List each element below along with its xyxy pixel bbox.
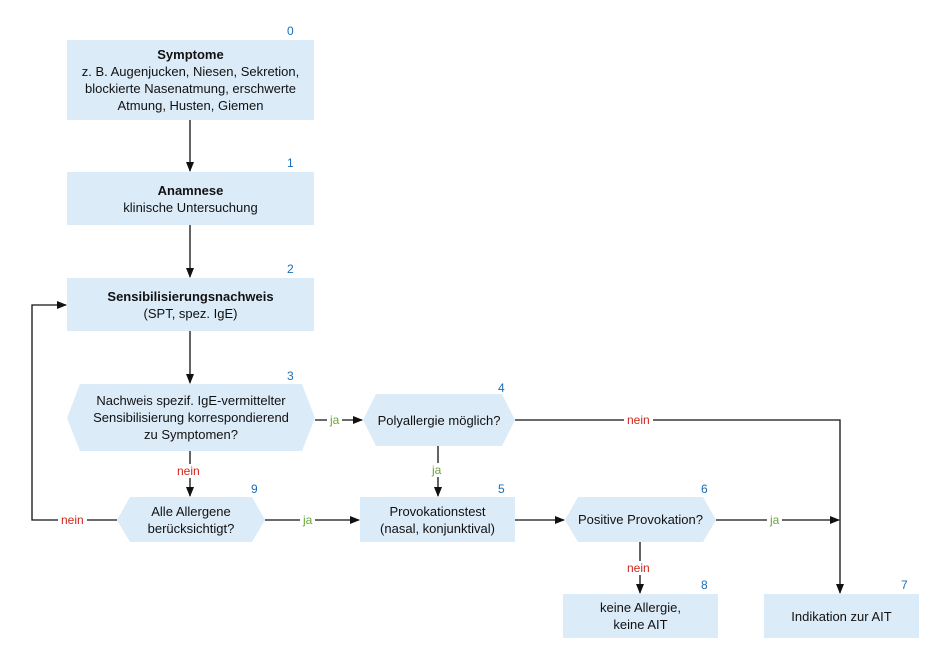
- node-number-3: 3: [287, 369, 294, 383]
- node-text-line: Sensibilisierung korrespondierend: [93, 410, 289, 425]
- node-text-line: Nachweis spezif. IgE-vermittelter: [96, 393, 286, 408]
- edge-label-6-to-7: ja: [767, 513, 783, 527]
- node-text-line: blockierte Nasenatmung, erschwerte: [85, 81, 296, 96]
- node-keine-allergie: keine Allergie, keine AIT: [563, 594, 718, 638]
- node-text-line: keine Allergie,: [600, 600, 681, 615]
- edge-label-3-to-9: nein: [174, 464, 203, 478]
- node-text-line: berücksichtigt?: [147, 520, 235, 536]
- node-positive-provokation: Positive Provokation?: [565, 497, 716, 542]
- node-text-line: Indikation zur AIT: [791, 608, 892, 624]
- node-number-7: 7: [901, 578, 908, 592]
- edge-label-3-to-4: ja: [327, 413, 343, 427]
- edge-label-9-to-2: nein: [58, 513, 87, 527]
- node-text-line: Positive Provokation?: [577, 512, 703, 527]
- node-polyallergie-shape: [363, 394, 515, 446]
- node-title: Symptome: [157, 47, 224, 62]
- node-sensibilisierung-box: [67, 278, 314, 331]
- node-number-2: 2: [287, 262, 294, 276]
- node-number-5: 5: [498, 482, 505, 496]
- edge-label-6-to-8: nein: [624, 561, 653, 575]
- node-keine-allergie-box: [563, 594, 718, 638]
- node-number-6: 6: [701, 482, 708, 496]
- node-number-8: 8: [701, 578, 708, 592]
- node-title: Anamnese: [157, 182, 224, 198]
- node-text-line: (SPT, spez. IgE): [143, 305, 238, 321]
- node-text-line: z. B. Augenjucken, Niesen, Sekretion,: [81, 64, 300, 79]
- node-positive-provokation-shape: [565, 497, 716, 542]
- node-indikation: Indikation zur AIT: [764, 594, 919, 638]
- edge-label-4-to-5: ja: [429, 463, 445, 477]
- node-text-line: zu Symptomen?: [144, 427, 238, 442]
- node-provokationstest: Provokationstest (nasal, konjunktival): [360, 497, 515, 542]
- node-indikation-box: [764, 594, 919, 638]
- node-provokationstest-box: [360, 497, 515, 542]
- node-allergene-shape: [117, 497, 265, 542]
- node-sensibilisierung: Sensibilisierungsnachweis (SPT, spez. Ig…: [67, 278, 314, 331]
- node-text-line: Alle Allergene: [151, 503, 231, 519]
- node-anamnese-box: [67, 172, 314, 225]
- node-number-1: 1: [287, 156, 294, 170]
- node-number-0: 0: [287, 24, 294, 38]
- edge-label-9-to-5: ja: [300, 513, 316, 527]
- node-text-line: Atmung, Husten, Giemen: [117, 98, 264, 113]
- node-text-line: Provokationstest: [389, 503, 486, 519]
- node-text-line: (nasal, konjunktival): [380, 520, 495, 536]
- node-number-9: 9: [251, 482, 258, 496]
- node-symptome-box: [67, 40, 314, 120]
- node-allergene: Alle Allergene berücksichtigt?: [117, 497, 265, 542]
- node-text-line: Polyallergie möglich?: [377, 412, 501, 428]
- node-text-line: klinische Untersuchung: [123, 199, 258, 215]
- node-nachweis: Nachweis spezif. IgE-vermittelter Sensib…: [67, 384, 315, 451]
- arrow-4-to-7: [515, 419, 844, 594]
- node-anamnese: Anamnese klinische Untersuchung: [67, 172, 314, 225]
- node-nachweis-shape: [67, 384, 315, 451]
- node-symptome: Symptome z. B. Augenjucken, Niesen, Sekr…: [67, 40, 314, 120]
- node-polyallergie: Polyallergie möglich?: [363, 394, 515, 446]
- node-title: Sensibilisierungsnachweis: [107, 288, 274, 304]
- node-number-4: 4: [498, 381, 505, 395]
- edge-label-4-to-7: nein: [624, 413, 653, 427]
- node-text-line: keine AIT: [613, 617, 668, 632]
